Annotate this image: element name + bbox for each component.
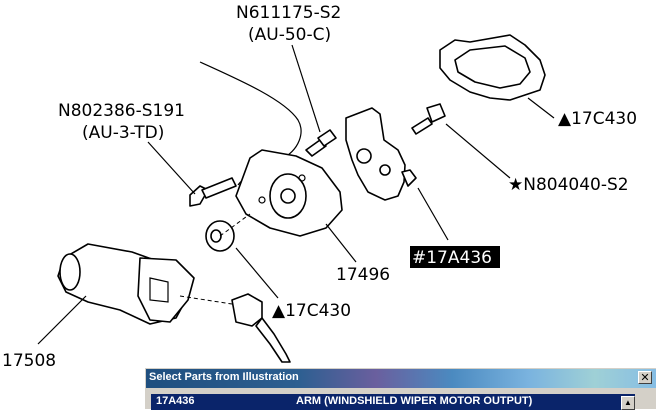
gasket-17c430-top[interactable] <box>439 34 546 101</box>
scroll-up-arrow-icon[interactable]: ▲ <box>621 396 635 410</box>
leader-17508 <box>37 295 87 345</box>
close-icon[interactable]: ✕ <box>638 371 652 384</box>
callout-17c430-top[interactable]: ▲17C430 <box>558 109 637 129</box>
assembly-line-2 <box>219 213 251 237</box>
parts-list-row-selected[interactable]: 17A436 ARM (WINDSHIELD WIPER MOTOR OUTPU… <box>151 394 635 410</box>
callout-17a436-highlight <box>410 246 500 268</box>
dialog-title: Select Parts from Illustration <box>149 371 299 383</box>
leader-17c430-top <box>527 97 555 119</box>
motor-17508[interactable] <box>57 243 195 325</box>
leader-n804040 <box>445 123 511 179</box>
select-parts-dialog: Select Parts from Illustration ✕ 17A436 … <box>144 367 656 410</box>
gasket-17c430-bottom[interactable] <box>231 293 291 363</box>
part-description: ARM (WINDSHIELD WIPER MOTOR OUTPUT) <box>296 395 533 407</box>
leader-n802386 <box>147 141 196 195</box>
part-code: 17A436 <box>156 395 195 407</box>
callout-17508[interactable]: 17508 <box>2 351 56 371</box>
arm-17a436[interactable] <box>345 107 417 201</box>
plate-17496[interactable] <box>235 149 343 237</box>
dialog-titlebar[interactable]: Select Parts from Illustration ✕ <box>146 369 656 388</box>
leader-17c430-bottom <box>235 247 279 299</box>
callout-n611175[interactable]: N611175-S2 <box>236 3 341 23</box>
callout-n802386-sub: (AU-3-TD) <box>82 123 164 143</box>
callout-17496[interactable]: 17496 <box>336 265 390 285</box>
leader-n611175 <box>291 44 321 133</box>
callout-17a436[interactable]: #17A436 <box>412 248 492 268</box>
callout-n802386[interactable]: N802386-S191 <box>58 101 185 121</box>
callout-n611175-sub: (AU-50-C) <box>248 25 331 45</box>
bolt-n611175[interactable] <box>305 129 337 157</box>
assembly-line <box>179 295 233 305</box>
bolt-n804040[interactable] <box>411 103 446 135</box>
callout-17c430-bottom[interactable]: ▲17C430 <box>272 301 351 321</box>
callout-n804040[interactable]: ★N804040-S2 <box>508 175 629 195</box>
bolt-n802386[interactable] <box>189 177 237 207</box>
leader-17496 <box>325 223 357 263</box>
leader-17a436 <box>417 187 449 241</box>
